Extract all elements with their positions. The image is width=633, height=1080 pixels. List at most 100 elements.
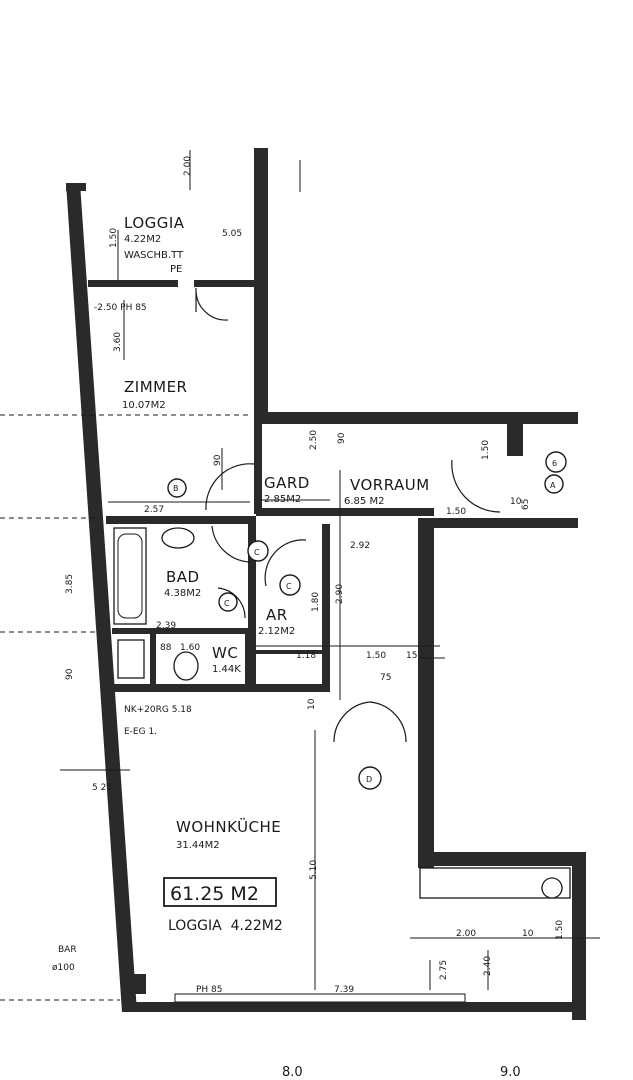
washbasin-bad — [161, 527, 195, 549]
room-vorraum-name: VORRAUM — [350, 476, 430, 494]
room-ar-area: 2.12M2 — [258, 626, 295, 637]
note-bar: BAR — [58, 945, 77, 955]
footer-left: 8.0 — [282, 1065, 303, 1080]
wall-bad-wc — [112, 628, 252, 634]
door-ar — [264, 539, 307, 587]
note-dim-bottom: 7.39 — [334, 985, 354, 995]
door-bad — [211, 525, 251, 563]
wall-right-zimmer — [254, 148, 268, 418]
door-loggia-zimmer — [195, 288, 229, 321]
room-ar-name: AR — [266, 606, 288, 624]
wall-ar-bottom — [256, 650, 326, 654]
dim-385: 3.85 — [65, 574, 75, 594]
room-zimmer-name: ZIMMER — [124, 378, 187, 396]
toilet — [173, 651, 199, 681]
dim-88: 88 — [160, 643, 172, 653]
note-nk: NK+20RG 5.18 — [124, 705, 192, 715]
room-bad-name: BAD — [166, 568, 200, 586]
exterior-walls — [66, 148, 586, 1020]
marker-C1: C — [254, 548, 260, 557]
label-pe: PE — [170, 264, 182, 275]
loggia-area-summary: LOGGIA 4.22M2 — [168, 918, 283, 934]
marker-B: B — [173, 484, 179, 493]
dim-150-loggia: 1.50 — [109, 228, 119, 248]
room-loggia-name: LOGGIA — [124, 214, 185, 232]
room-labels: LOGGIA 4.22M2 WASCHB.TT PE ZIMMER 10.07M… — [122, 214, 430, 851]
notes: NK+20RG 5.18 E-EG 1. BAR ø100 -2.50 PH 8… — [52, 303, 354, 995]
dim-510: 5.10 — [309, 860, 319, 880]
wall-wc-right — [245, 634, 251, 686]
door-zimmer-gard — [205, 463, 255, 511]
dim-290: 2.90 — [335, 584, 345, 604]
door-kitchen-left — [333, 701, 371, 743]
footer-right: 9.0 — [500, 1065, 521, 1080]
kitchen-sink — [541, 877, 563, 899]
room-wc-area: 1.44K — [212, 664, 241, 675]
marker-A: A — [550, 481, 556, 490]
dim-240: 2.40 — [483, 956, 493, 976]
window-bottom — [174, 993, 466, 1003]
doors — [195, 288, 501, 743]
dim-90c: 90 — [65, 668, 75, 680]
room-gard-name: GARD — [264, 474, 310, 492]
wall-wc-left — [150, 634, 156, 686]
wall-top-loggia — [66, 183, 86, 191]
dim-257: 2.57 — [144, 505, 164, 515]
marker-C3: C — [224, 599, 230, 608]
door-kitchen-right — [369, 701, 407, 743]
fixtures — [113, 527, 571, 994]
dim-505: 5.05 — [222, 229, 242, 239]
note-ph-bottom: PH 85 — [196, 985, 223, 995]
room-loggia-area: 4.22M2 — [124, 234, 161, 245]
dim-90: 90 — [213, 454, 223, 466]
wall-right-lower — [572, 852, 586, 1020]
wall-gard-vorraum-bottom — [256, 508, 434, 516]
footer: 8.0 9.0 — [282, 1065, 521, 1080]
bathtub — [113, 527, 147, 625]
wall-top-vorraum — [254, 412, 578, 424]
dim-250: 2.50 — [309, 430, 319, 450]
dim-292: 2.92 — [350, 541, 370, 551]
room-wohnkueche-name: WOHNKÜCHE — [176, 817, 281, 836]
interior-walls — [106, 418, 434, 692]
wall-wc-bottom — [114, 684, 330, 692]
note-bar-size: ø100 — [52, 963, 75, 973]
dim-160: 1.60 — [180, 643, 200, 653]
room-wohnkueche-area: 31.44M2 — [176, 840, 220, 851]
dim-360: 3.60 — [113, 332, 123, 352]
wall-vorraum-bottom-right — [418, 518, 578, 528]
door-wc — [217, 587, 246, 619]
marker-D: D — [366, 775, 372, 784]
wall-vorraum-right-stub — [507, 412, 523, 456]
total-area: 61.25 M2 — [170, 883, 259, 905]
dim-150-vor: 1.50 — [481, 440, 491, 460]
dim-525: 5 25 — [92, 783, 112, 793]
chimney-bottom-left — [124, 974, 146, 994]
door-vorraum-entry — [451, 459, 501, 513]
dim-150-right: 1.50 — [555, 920, 565, 940]
room-vorraum-area: 6.85 M2 — [344, 496, 384, 507]
room-bad-area: 4.38M2 — [164, 588, 201, 599]
dim-15: 15 — [406, 651, 417, 661]
wall-ar-right — [322, 524, 330, 689]
dim-180: 1.80 — [311, 592, 321, 612]
dim-90b: 90 — [337, 432, 347, 444]
marker-C2: C — [286, 582, 292, 591]
room-gard-area: 2.85M2 — [264, 494, 301, 505]
dim-10b: 10 — [307, 698, 317, 710]
wc-basin — [117, 639, 145, 679]
wall-loggia-zimmer — [88, 280, 178, 287]
summary: 61.25 M2 LOGGIA 4.22M2 — [163, 877, 283, 934]
dim-200: 2.00 — [456, 929, 476, 939]
wall-bad-top — [106, 516, 256, 524]
dim-118: 1.18 — [296, 651, 316, 661]
wall-loggia-zimmer-right — [194, 280, 256, 287]
dim-275: 2.75 — [439, 960, 449, 980]
total-area-box — [163, 877, 277, 907]
wall-gard-top — [254, 418, 262, 514]
dim-10c: 10 — [522, 929, 534, 939]
dim-75: 75 — [380, 673, 391, 683]
note-ebene: E-EG 1. — [124, 727, 157, 737]
room-loggia-note: WASCHB.TT — [124, 250, 184, 261]
